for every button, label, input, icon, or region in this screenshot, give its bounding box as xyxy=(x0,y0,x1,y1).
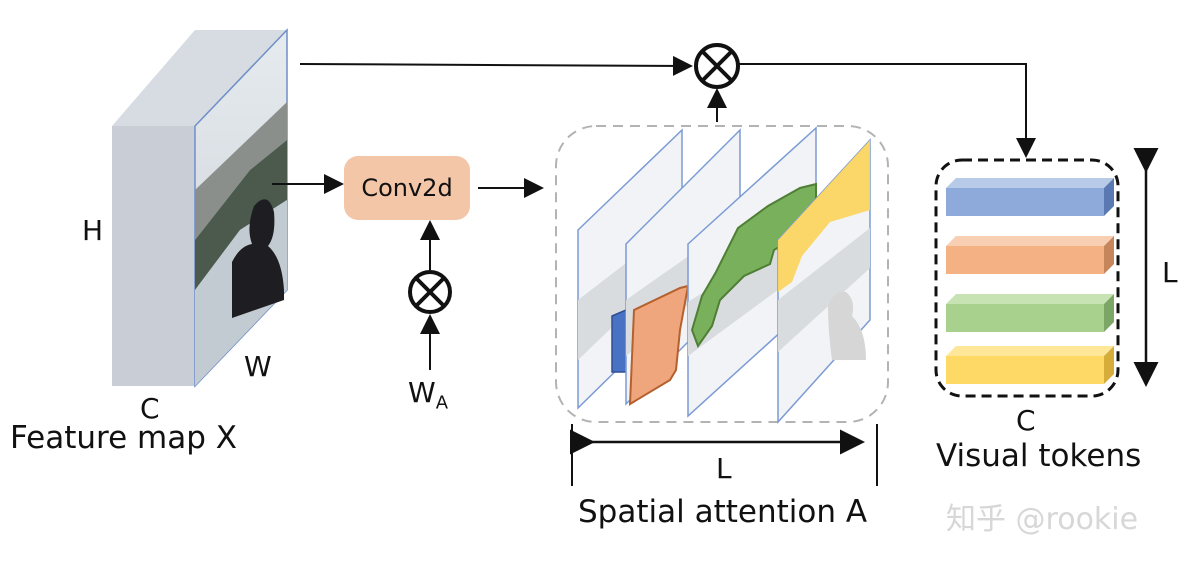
attention-title: Spatial attention A xyxy=(578,494,868,530)
watermark: 知乎 @rookie xyxy=(946,502,1139,537)
multiply-icon-top xyxy=(694,43,740,89)
feature-map-side-face xyxy=(112,126,195,386)
tokens-dashed-frame xyxy=(934,158,1120,398)
feature-map-title: Feature map X xyxy=(10,420,237,456)
feature-map-block xyxy=(112,28,288,388)
token-yellow xyxy=(946,346,1114,384)
conv2d-box: Conv2d xyxy=(344,156,470,220)
token-orange xyxy=(946,236,1114,274)
token-blue xyxy=(946,178,1114,216)
wa-label-main: W xyxy=(408,376,436,409)
tokens-length-label: L xyxy=(1162,256,1178,289)
channel-label: C xyxy=(140,392,160,425)
token-green xyxy=(946,294,1114,332)
tokens-title: Visual tokens xyxy=(936,438,1142,474)
attention-dashed-frame xyxy=(555,125,889,423)
feature-map-image xyxy=(194,28,288,388)
feature-map-top-face xyxy=(112,30,287,126)
wa-label: WA xyxy=(408,376,448,414)
attention-length-label: L xyxy=(716,452,732,485)
arrow-to-top-multiply xyxy=(299,55,693,76)
arrow-multiply-to-tokens xyxy=(738,63,1036,158)
tokens-channel-label: C xyxy=(1016,404,1036,437)
conv2d-label: Conv2d xyxy=(361,174,453,202)
wa-label-sub: A xyxy=(435,392,449,414)
multiply-icon-lower xyxy=(408,270,452,314)
attention-map-4 xyxy=(777,138,871,424)
width-label: W xyxy=(244,350,272,383)
height-label: H xyxy=(82,214,104,247)
attention-map-2 xyxy=(625,128,741,406)
